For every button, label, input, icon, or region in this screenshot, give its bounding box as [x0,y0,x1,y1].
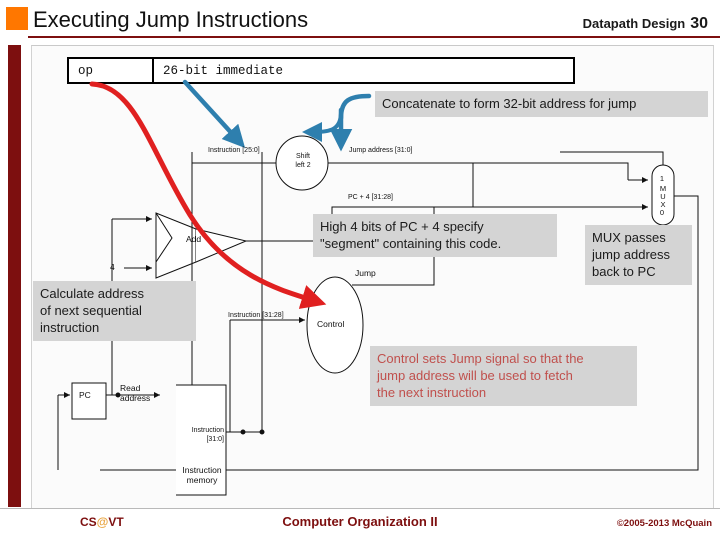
instruction-field-op: op [69,59,154,82]
label-read-address: Read address [120,383,151,403]
footer-logo: CS@VT [80,515,124,529]
header-subtitle: Datapath Design 30 [583,15,708,33]
footer-logo-cs: CS [80,515,97,529]
footer-logo-vt: VT [108,515,124,529]
label-jump: Jump [355,268,376,278]
callout-control-sets-jump: Control sets Jump signal so that the jum… [370,346,637,406]
label-mux: M U X [659,184,667,209]
label-instruction-31-0: Instruction [31:0] [191,427,224,443]
label-mux-input-zero: 0 [659,208,665,217]
footer-course-title: Computer Organization II [282,514,438,529]
label-shift-left-2: Shift left 2 [295,153,311,169]
label-mux-input-one: 1 [659,174,665,183]
callout-calculate-address: Calculate address of next sequential ins… [33,281,196,341]
callout-high-4-bits: High 4 bits of PC + 4 specify "segment" … [313,214,557,257]
label-add: Add [186,234,202,244]
footer-logo-at: @ [96,515,109,529]
title-accent-square [6,7,28,30]
label-control: Control [317,319,345,329]
label-pc-plus-4-31-28: PC + 4 [31:28] [348,194,393,201]
left-accent-bar [8,45,21,507]
footer-copyright: ©2005-2013 McQuain [616,518,712,529]
header-subtitle-text: Datapath Design [582,16,686,31]
page-title: Executing Jump Instructions [33,7,309,32]
label-instruction-25-0: Instruction [25:0] [208,147,260,154]
instruction-field-immediate: 26-bit immediate [163,63,284,78]
header-divider [28,36,720,38]
label-four: 4 [110,262,115,272]
slide-number: 30 [690,15,708,32]
callout-mux-passes: MUX passes jump address back to PC [585,225,692,285]
label-pc: PC [79,390,91,400]
label-jump-address-31-0: Jump address [31:0] [349,147,413,154]
callout-concatenate: Concatenate to form 32-bit address for j… [375,91,708,117]
label-instruction-memory: Instruction memory [182,465,222,485]
footer-divider [0,508,720,509]
label-instruction-31-28: Instruction [31:28] [228,312,284,319]
instruction-format-table: op 26-bit immediate [67,57,575,84]
